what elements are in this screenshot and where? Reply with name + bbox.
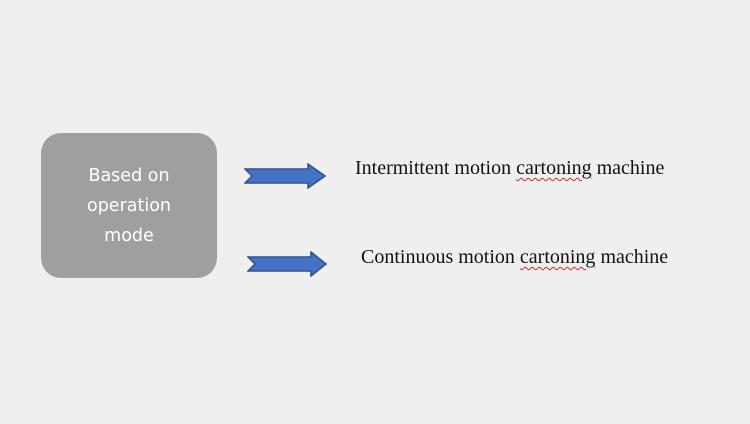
target-1-suffix: machine xyxy=(591,157,665,179)
right-arrow-icon xyxy=(247,251,328,277)
target-1-prefix: Intermittent motion xyxy=(355,157,517,179)
continuous-motion-machine-label: Continuous motion cartoning machine xyxy=(361,246,668,269)
target-1-spellcheck-word: cartoning xyxy=(516,157,592,179)
right-arrow-icon xyxy=(244,163,326,189)
target-2-prefix: Continuous motion xyxy=(361,246,520,268)
operation-mode-label: Based on operation mode xyxy=(86,165,172,246)
intermittent-motion-machine-label: Intermittent motion cartoning machine xyxy=(355,157,664,180)
target-2-suffix: machine xyxy=(595,246,669,268)
operation-mode-box: Based on operation mode xyxy=(41,133,217,278)
target-2-spellcheck-word: cartoning xyxy=(519,246,596,268)
